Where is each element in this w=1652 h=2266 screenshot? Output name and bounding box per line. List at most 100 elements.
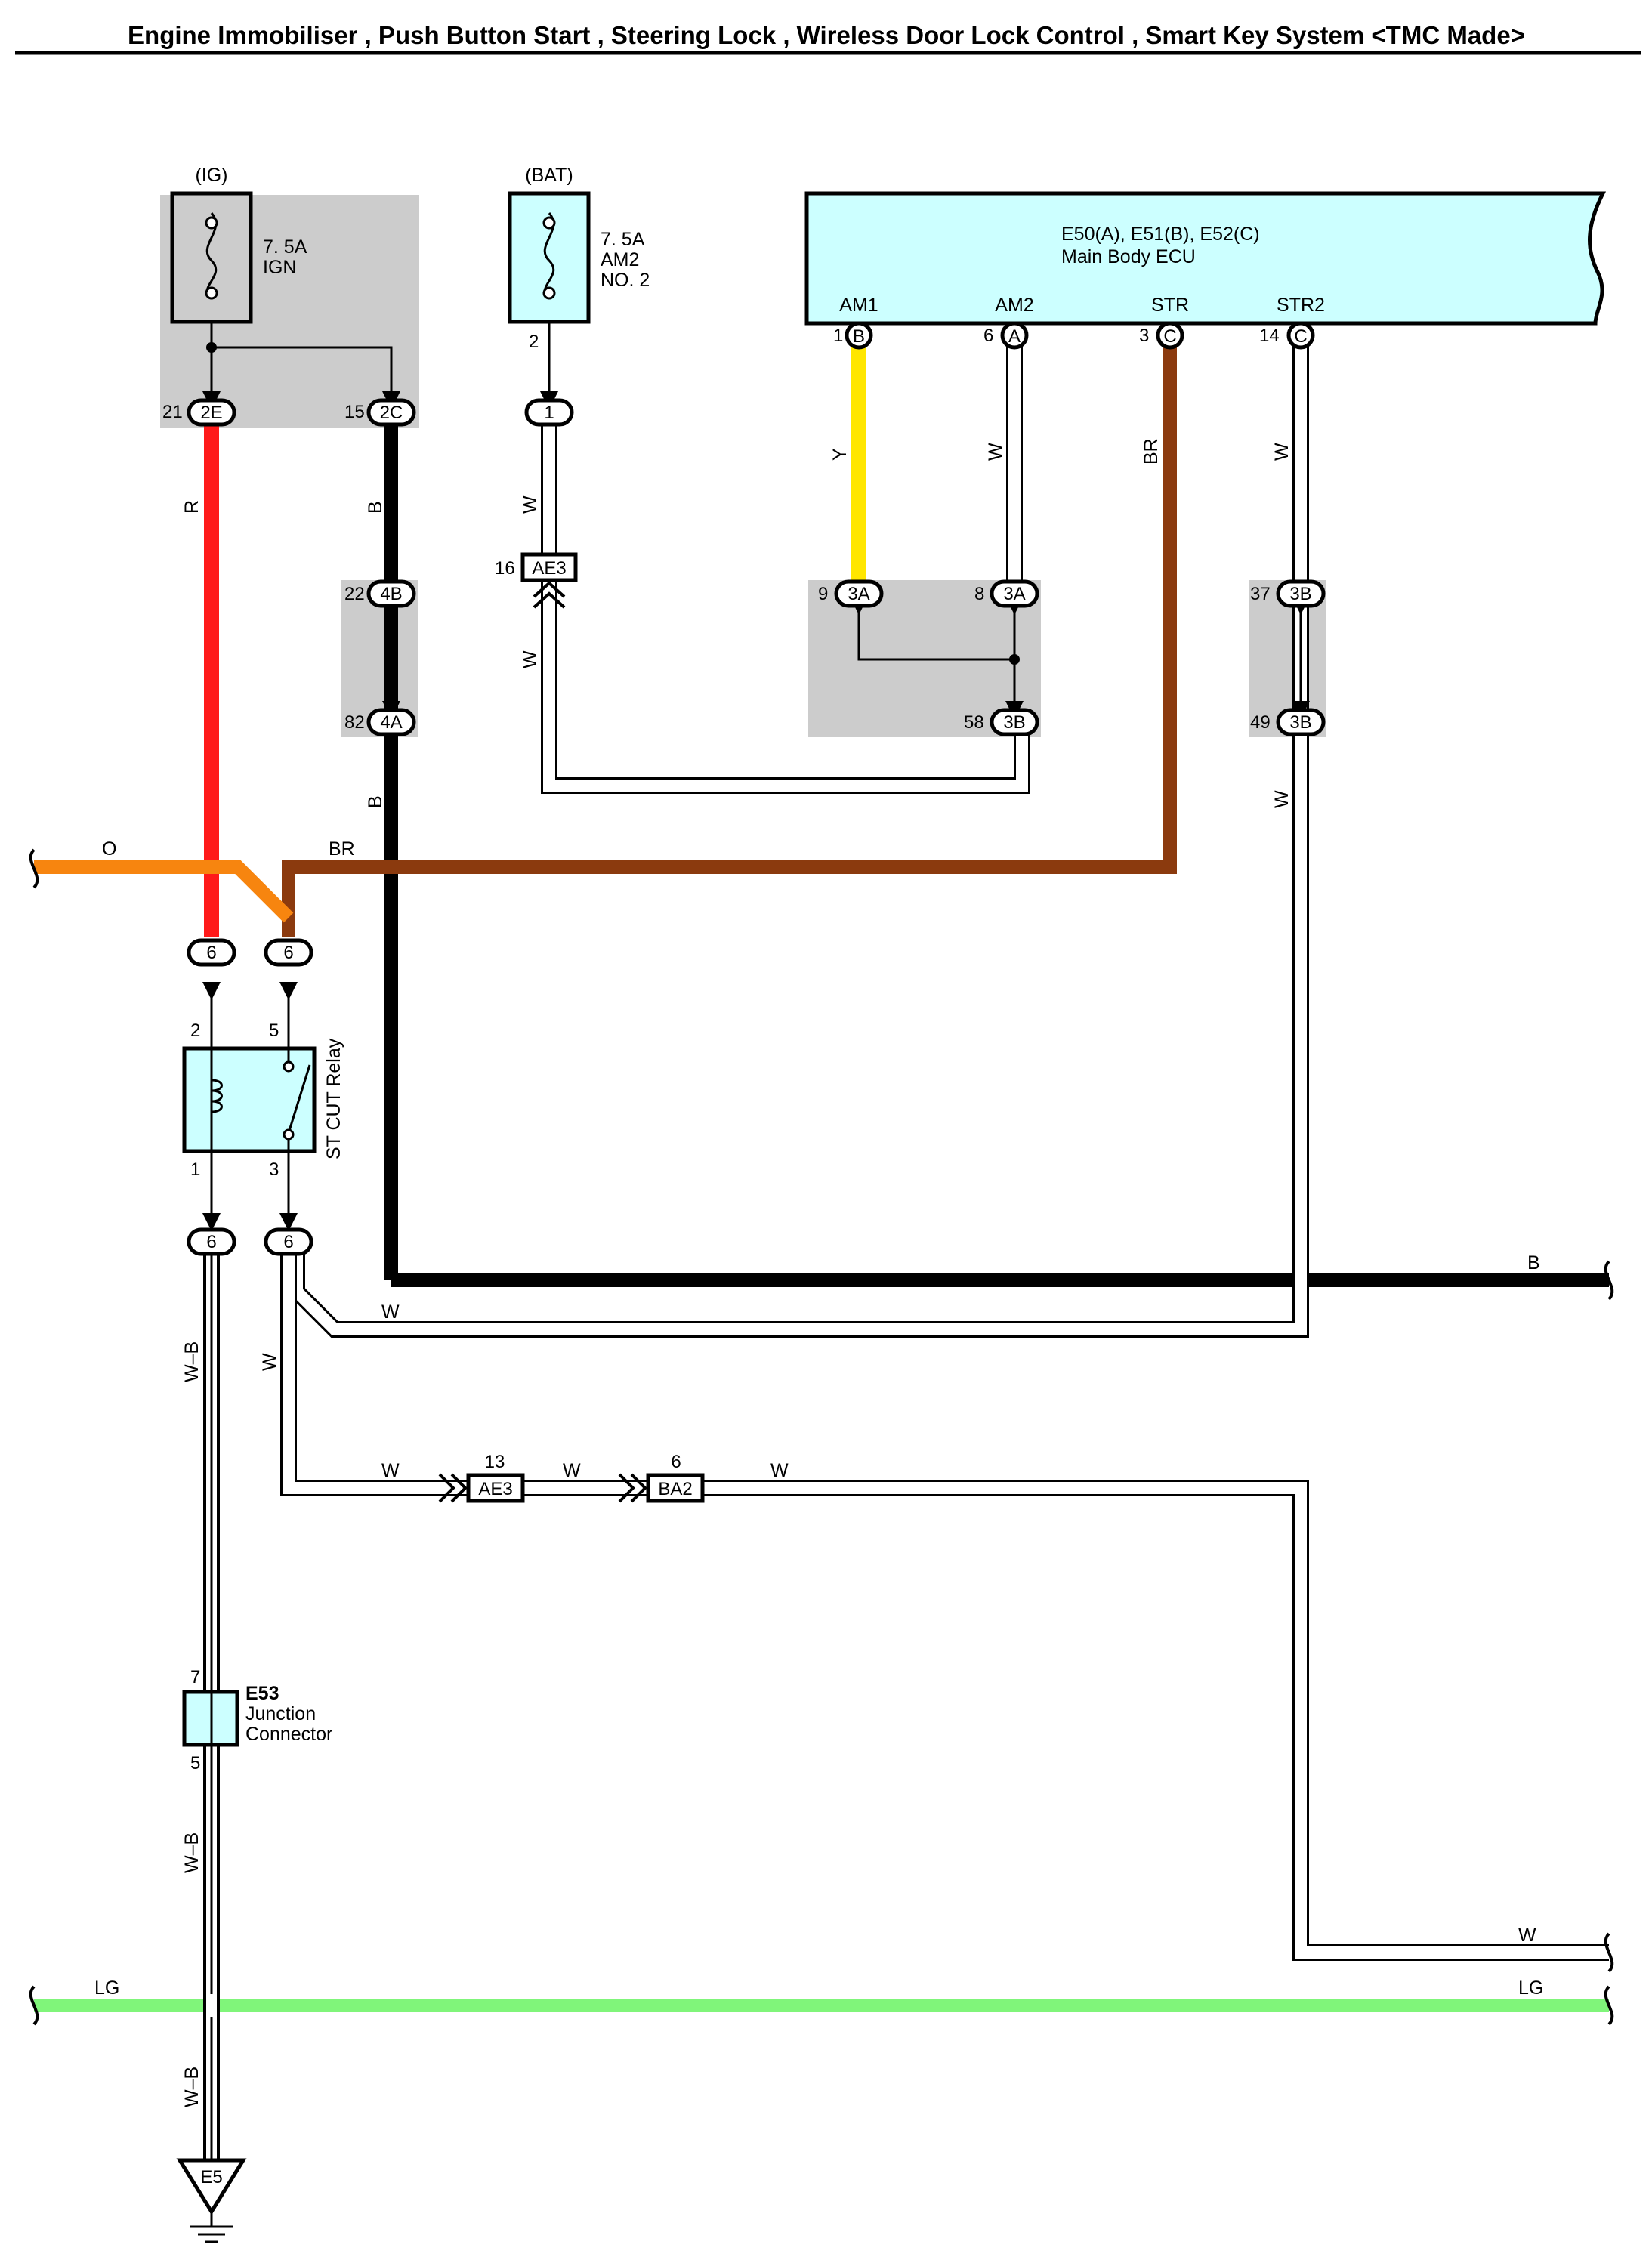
break-mark-white-right — [1604, 1932, 1614, 1973]
pin-2c — [366, 398, 416, 427]
ecu-pin-str — [1156, 321, 1184, 350]
wire-label-black-mid: B — [365, 795, 386, 808]
ground-e5-code: E5 — [200, 2167, 222, 2187]
fuse-am2-pin: 2 — [529, 332, 539, 352]
pin-22-num: 22 — [344, 584, 365, 604]
pin-4b — [366, 579, 416, 608]
wire-label-lg-left: LG — [94, 1977, 119, 1999]
relay-conn-top-left-code: 6 — [206, 943, 216, 963]
connector-ae3-mid — [466, 1473, 525, 1503]
pin-9-num: 9 — [818, 584, 828, 604]
ig-source-label: (IG) — [195, 165, 227, 186]
wire-label-brown-v: BR — [1141, 438, 1162, 465]
pin-2e — [187, 398, 236, 427]
ae3-top-chevron-1 — [533, 581, 566, 598]
pin-15-num: 15 — [344, 402, 365, 422]
e53-line2: Connector — [245, 1724, 332, 1745]
pin-bat-1 — [524, 398, 574, 427]
relay-pin-2: 2 — [190, 1020, 200, 1041]
wire-label-white-relay-h: W — [381, 1301, 400, 1323]
jb-3a-splice — [1009, 654, 1020, 665]
wire-white-relay-out-inner — [283, 1254, 1609, 1959]
wire-label-white-str2-2: W — [1271, 790, 1292, 808]
pin-49-num: 49 — [1250, 712, 1271, 733]
ecu-pin-am2-code: A — [1008, 326, 1021, 347]
wire-label-white-am2: W — [985, 443, 1006, 461]
relay-pin-1: 1 — [190, 1159, 200, 1180]
pin-3a-8 — [990, 579, 1039, 608]
ae3-top-num: 16 — [495, 558, 515, 579]
pin-3b-49 — [1276, 708, 1326, 736]
fuse-am2-name2: NO. 2 — [601, 270, 650, 291]
ecu-pin-am1-code: B — [853, 326, 865, 347]
fuse-ign-top-dot — [205, 216, 218, 230]
pin-4a-code: 4A — [380, 712, 402, 733]
wire-label-white-ba2-right: W — [770, 1460, 789, 1481]
relay-pin-3: 3 — [269, 1159, 279, 1180]
ecu-terminal-am1-label: AM1 — [839, 295, 878, 316]
wire-label-orange: O — [102, 838, 116, 860]
e53-pin-top: 7 — [190, 1667, 200, 1687]
main-body-ecu-box — [804, 191, 1607, 326]
ecu-title: E50(A), E51(B), E52(C) — [1061, 224, 1260, 245]
ae3-mid-num: 13 — [485, 1452, 505, 1472]
pin-bat-1-code: 1 — [544, 403, 554, 423]
diagram-title: Engine Immobiliser , Push Button Start ,… — [128, 21, 1525, 49]
relay-conn-top-right — [264, 938, 313, 967]
fuse-ign-name: IGN — [263, 257, 296, 278]
relay-name: ST CUT Relay — [323, 1038, 344, 1159]
pin-3b-58-code: 3B — [1003, 712, 1025, 733]
wire-label-black-right: B — [1527, 1252, 1540, 1273]
relay-switch-blade — [287, 1064, 311, 1134]
fuse-am2-rating: 7. 5A — [601, 229, 645, 250]
fuse-am2-name1: AM2 — [601, 249, 639, 270]
relay-switch-top-dot — [283, 1060, 295, 1073]
wire-label-white-str2-1: W — [1271, 443, 1292, 461]
wire-label-brown-h: BR — [329, 838, 355, 860]
relay-conn-bottom-left-code: 6 — [206, 1232, 216, 1252]
wire-white-bat-loop-inner — [543, 423, 1028, 792]
wire-label-white-ae3-mid: W — [563, 1460, 581, 1481]
bat-source-label: (BAT) — [525, 165, 573, 186]
ba2-num: 6 — [671, 1452, 681, 1472]
wire-label-yellow: Y — [829, 448, 851, 461]
e53-code: E53 — [245, 1683, 279, 1704]
wire-label-wb-1: W–B — [181, 1341, 202, 1382]
ecu-pin-am1-num: 1 — [833, 326, 843, 346]
ecu-name: Main Body ECU — [1061, 246, 1196, 267]
pin-4a — [366, 708, 416, 736]
relay-conn-bottom-right-code: 6 — [283, 1232, 293, 1252]
ecu-terminal-str-label: STR — [1151, 295, 1189, 316]
ecu-pin-str2-num: 14 — [1259, 326, 1280, 346]
ecu-terminal-am2-label: AM2 — [995, 295, 1033, 316]
pin-58-num: 58 — [964, 712, 984, 733]
wire-label-black-top: B — [365, 501, 386, 514]
fuse-am2-top-dot — [542, 216, 556, 230]
ae3-mid-chevron-2 — [450, 1473, 468, 1503]
ae3-mid-code: AE3 — [478, 1479, 512, 1499]
jb-3a-link — [850, 597, 1014, 661]
pin-4b-code: 4B — [380, 584, 402, 604]
ground-e5 — [176, 2158, 247, 2215]
fuse-am2-bottom-dot — [542, 286, 556, 300]
wire-label-red: R — [181, 500, 202, 514]
wire-label-white-ae3-left: W — [381, 1460, 400, 1481]
relay-switch-bottom-dot — [283, 1128, 295, 1141]
connector-ba2 — [646, 1473, 705, 1503]
wire-orange — [34, 860, 294, 923]
pin-3b-37 — [1276, 579, 1326, 608]
break-mark-orange-left — [29, 848, 39, 889]
wire-white-str2-inner — [291, 346, 1307, 1335]
fuse-ign-branch — [212, 346, 400, 409]
ecu-pin-str-num: 3 — [1139, 326, 1149, 346]
ae3-top-chevron-2 — [533, 591, 566, 609]
pin-8-num: 8 — [974, 584, 984, 604]
pin-3a-9-code: 3A — [848, 584, 869, 604]
relay-conn-top-right-code: 6 — [283, 943, 293, 963]
relay-conn-top-left — [187, 938, 236, 967]
pin-3b-58 — [990, 708, 1039, 736]
pin-82-num: 82 — [344, 712, 365, 733]
ecu-pin-str-code: C — [1163, 326, 1176, 347]
pin-3b-49-code: 3B — [1289, 712, 1311, 733]
junction-block-ig — [160, 195, 419, 428]
